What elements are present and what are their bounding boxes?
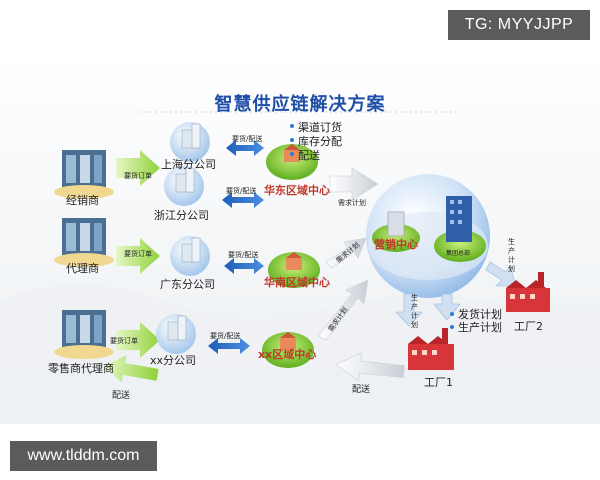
order-arrow-2 bbox=[116, 238, 160, 274]
bullet-dot-5 bbox=[450, 325, 454, 329]
dealer-base-2 bbox=[54, 253, 114, 267]
order-label-1: 要货订单 bbox=[124, 172, 152, 180]
watermark-bottom: www.tlddm.com bbox=[10, 441, 157, 471]
branch-bubble-guangdong bbox=[170, 236, 210, 276]
dealer-base-1 bbox=[54, 185, 114, 199]
delivery-arrow-dealer bbox=[104, 355, 159, 383]
factory-1-icon bbox=[408, 328, 454, 370]
bullet-dot-1 bbox=[290, 124, 294, 128]
hq-label: 集团总部 bbox=[446, 250, 471, 257]
factory-2-icon bbox=[506, 272, 550, 312]
plan-arrow-right bbox=[485, 261, 517, 287]
link-label-2: 要货/配送 bbox=[226, 187, 257, 195]
dealer-label-3: 零售商代理商 bbox=[48, 362, 114, 375]
bullet-delivery: 配送 bbox=[298, 149, 320, 162]
region-disc-xx bbox=[262, 332, 314, 368]
demand-arrow-xx bbox=[317, 279, 369, 341]
branch-label-zhejiang: 浙江分公司 bbox=[154, 209, 209, 222]
diagram-title: 智慧供应链解决方案 bbox=[214, 94, 386, 115]
link-arrow-3 bbox=[224, 258, 264, 274]
diagram-graphics bbox=[0, 52, 600, 424]
demand-arrow-south bbox=[325, 237, 367, 269]
branch-label-xx: xx分公司 bbox=[150, 354, 197, 367]
bullet-shipping-plan: 发货计划 bbox=[458, 308, 502, 321]
plan-arrow-down bbox=[433, 293, 461, 321]
diagram-canvas: 智慧供应链解决方案 经销商 代理商 零售商代理商 要货订单 要货订单 要货订单 … bbox=[0, 52, 600, 424]
delivery-label-dealer: 配送 bbox=[112, 391, 131, 401]
delivery-arrow-factory bbox=[335, 352, 405, 382]
region-disc-east bbox=[266, 144, 318, 180]
dealer-image-1 bbox=[62, 150, 106, 188]
bullet-dot-3 bbox=[290, 152, 294, 156]
dealer-label-2: 代理商 bbox=[66, 262, 99, 275]
dealer-image-2 bbox=[62, 218, 106, 256]
branch-bubble-xx bbox=[156, 314, 196, 354]
bullet-inventory: 库存分配 bbox=[298, 135, 342, 148]
production-plan-label-down: 生产计划 bbox=[411, 294, 418, 329]
center-label: 营销中心 bbox=[374, 238, 418, 251]
production-plan-label-right: 生产计划 bbox=[508, 238, 515, 273]
bullet-dot-2 bbox=[290, 138, 294, 142]
hq-disc bbox=[434, 196, 486, 262]
bullet-dot-4 bbox=[450, 312, 454, 316]
dealer-base-3 bbox=[54, 345, 114, 359]
order-label-2: 要货订单 bbox=[124, 250, 152, 258]
order-label-3: 要货订单 bbox=[110, 337, 138, 345]
demand-label-east: 需求计划 bbox=[338, 199, 366, 207]
bullet-channel-order: 渠道订货 bbox=[298, 121, 342, 134]
factory-2-label: 工厂2 bbox=[514, 320, 543, 333]
link-arrow-4 bbox=[208, 338, 250, 354]
region-label-xx: xx区域中心 bbox=[258, 348, 317, 361]
region-disc-south bbox=[268, 252, 320, 288]
link-label-1: 要货/配送 bbox=[232, 135, 263, 143]
region-label-east: 华东区域中心 bbox=[264, 184, 330, 197]
link-label-3: 要货/配送 bbox=[228, 251, 259, 259]
watermark-top: TG: MYYJJPP bbox=[448, 10, 590, 40]
branch-bubble-shanghai bbox=[170, 122, 210, 162]
plan-arrow-factory1 bbox=[395, 293, 423, 327]
demand-arrow-east bbox=[329, 167, 379, 201]
dealer-image-3 bbox=[62, 310, 106, 348]
link-arrow-2 bbox=[222, 192, 264, 208]
branch-bubble-zhejiang bbox=[164, 166, 204, 206]
factory-1-label: 工厂1 bbox=[424, 376, 453, 389]
region-label-south: 华南区域中心 bbox=[264, 276, 330, 289]
order-arrow-1 bbox=[116, 150, 160, 186]
branch-label-shanghai: 上海分公司 bbox=[161, 158, 216, 171]
order-arrow-3 bbox=[116, 322, 160, 358]
bullet-production-plan: 生产计划 bbox=[458, 321, 502, 334]
link-label-4: 要货/配送 bbox=[210, 332, 241, 340]
marketing-disc bbox=[372, 211, 420, 252]
dealer-label-1: 经销商 bbox=[66, 194, 99, 207]
delivery-label-factory: 配送 bbox=[352, 385, 371, 395]
branch-label-guangdong: 广东分公司 bbox=[160, 278, 215, 291]
link-arrow-1 bbox=[226, 140, 264, 156]
